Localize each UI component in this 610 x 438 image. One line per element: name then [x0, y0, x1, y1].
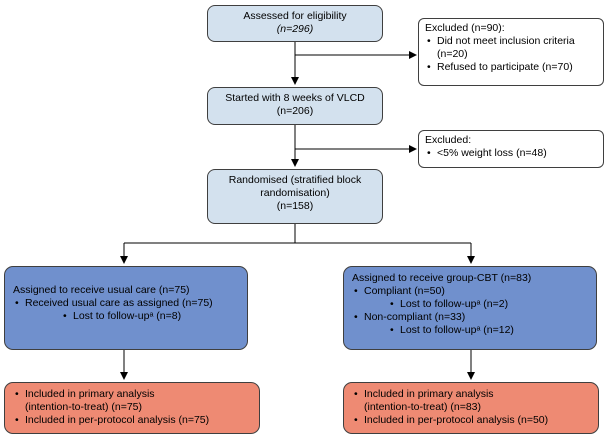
excluded1-box: Excluded (n=90): Did not meet inclusion …: [418, 18, 604, 86]
started-box: Started with 8 weeks of VLCD (n=206): [207, 87, 383, 125]
cbt-item-noncompliant: Non-compliant (n=33): [352, 311, 588, 324]
analysis-right-box: Included in primary analysis (intention-…: [343, 382, 599, 434]
usual-care-box: Assigned to receive usual care (n=75) Re…: [4, 266, 248, 350]
randomised-label: Randomised (stratified block: [228, 174, 362, 186]
usual-care-item-received: Received usual care as assigned (n=75): [13, 297, 239, 310]
excluded2-box: Excluded: <5% weight loss (n=48): [418, 130, 604, 168]
analysis-left-primary: Included in primary analysis: [13, 388, 251, 401]
randomised-count: (n=158): [276, 200, 314, 212]
excluded2-title: Excluded:: [425, 134, 472, 146]
excluded1-item-refused: Refused to participate (n=70): [425, 61, 597, 74]
excluded2-item-weight-loss: <5% weight loss (n=48): [425, 147, 597, 160]
assessed-box: Assessed for eligibility (n=296): [207, 5, 383, 42]
usual-care-title: Assigned to receive usual care (n=75): [13, 284, 190, 296]
assessed-label: Assessed for eligibility: [243, 10, 347, 22]
usual-care-item-lost: Lost to follow-upᵃ (n=8): [13, 310, 239, 323]
analysis-right-per-protocol: Included in per-protocol analysis (n=50): [352, 414, 590, 427]
analysis-right-primary: Included in primary analysis: [352, 388, 590, 401]
cbt-box: Assigned to receive group-CBT (n=83) Com…: [343, 266, 597, 350]
cbt-title: Assigned to receive group-CBT (n=83): [352, 272, 532, 284]
randomised-box: Randomised (stratified block randomisati…: [207, 169, 383, 224]
cbt-item-compliant: Compliant (n=50): [352, 285, 588, 298]
analysis-left-primary-cont: (intention-to-treat) (n=75): [25, 401, 143, 413]
started-label: Started with 8 weeks of VLCD: [225, 92, 365, 104]
excluded1-item-inclusion-count: (n=20): [437, 48, 468, 60]
analysis-left-per-protocol: Included in per-protocol analysis (n=75): [13, 414, 251, 427]
excluded1-title: Excluded (n=90):: [425, 22, 505, 34]
analysis-right-primary-cont: (intention-to-treat) (n=83): [364, 401, 482, 413]
cbt-item-compliant-lost: Lost to follow-upᵃ (n=2): [352, 298, 588, 311]
started-count: (n=206): [276, 105, 314, 117]
randomised-label-cont: randomisation): [260, 187, 330, 199]
analysis-left-box: Included in primary analysis (intention-…: [4, 382, 260, 434]
assessed-count: (n=296): [276, 23, 314, 35]
cbt-item-noncompliant-lost: Lost to follow-upᵃ (n=12): [352, 324, 588, 337]
excluded1-item-inclusion: Did not meet inclusion criteria: [425, 35, 597, 48]
